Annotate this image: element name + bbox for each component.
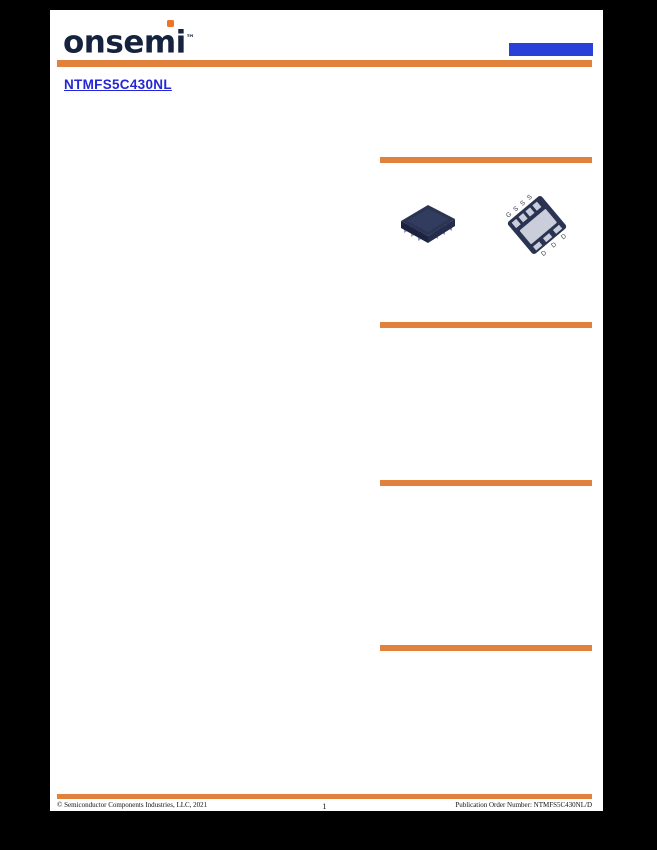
logo-dot-icon	[167, 20, 174, 27]
pin-label: D	[560, 233, 568, 242]
pin-label: S	[519, 199, 527, 208]
onsemi-logo: onsemi™	[63, 20, 195, 61]
footer-publication: Publication Order Number: NTMFS5C430NL/D	[455, 801, 592, 809]
logo-trademark: ™	[185, 34, 195, 44]
section-rule-4	[380, 645, 592, 651]
footer-rule	[57, 794, 592, 799]
datasheet-page: onsemi™ NTMFS5C430NL	[50, 10, 603, 811]
pin-label: G	[505, 211, 513, 220]
section-rule-2	[380, 322, 592, 328]
footer-copyright: © Semiconductor Components Industries, L…	[57, 801, 208, 809]
pin-label: D	[540, 249, 548, 258]
section-rule-1	[380, 157, 592, 163]
package-bottom-illustration: G S S S D D D	[505, 193, 568, 258]
pin-label: S	[526, 193, 534, 202]
header-link-highlight[interactable]	[509, 43, 593, 56]
section-rule-3	[380, 480, 592, 486]
package-top-illustration	[401, 205, 455, 243]
package-photo-bottom-view: G S S S D D D	[496, 190, 578, 260]
footer-page-number: 1	[322, 802, 327, 811]
page-footer: © Semiconductor Components Industries, L…	[57, 801, 592, 813]
pin-label: D	[550, 241, 558, 250]
part-number-link[interactable]: NTMFS5C430NL	[64, 77, 172, 92]
package-photo-top-view	[389, 190, 467, 258]
header-rule	[57, 60, 592, 67]
pin-label: S	[512, 205, 520, 214]
logo-text: onsemi	[63, 24, 186, 61]
